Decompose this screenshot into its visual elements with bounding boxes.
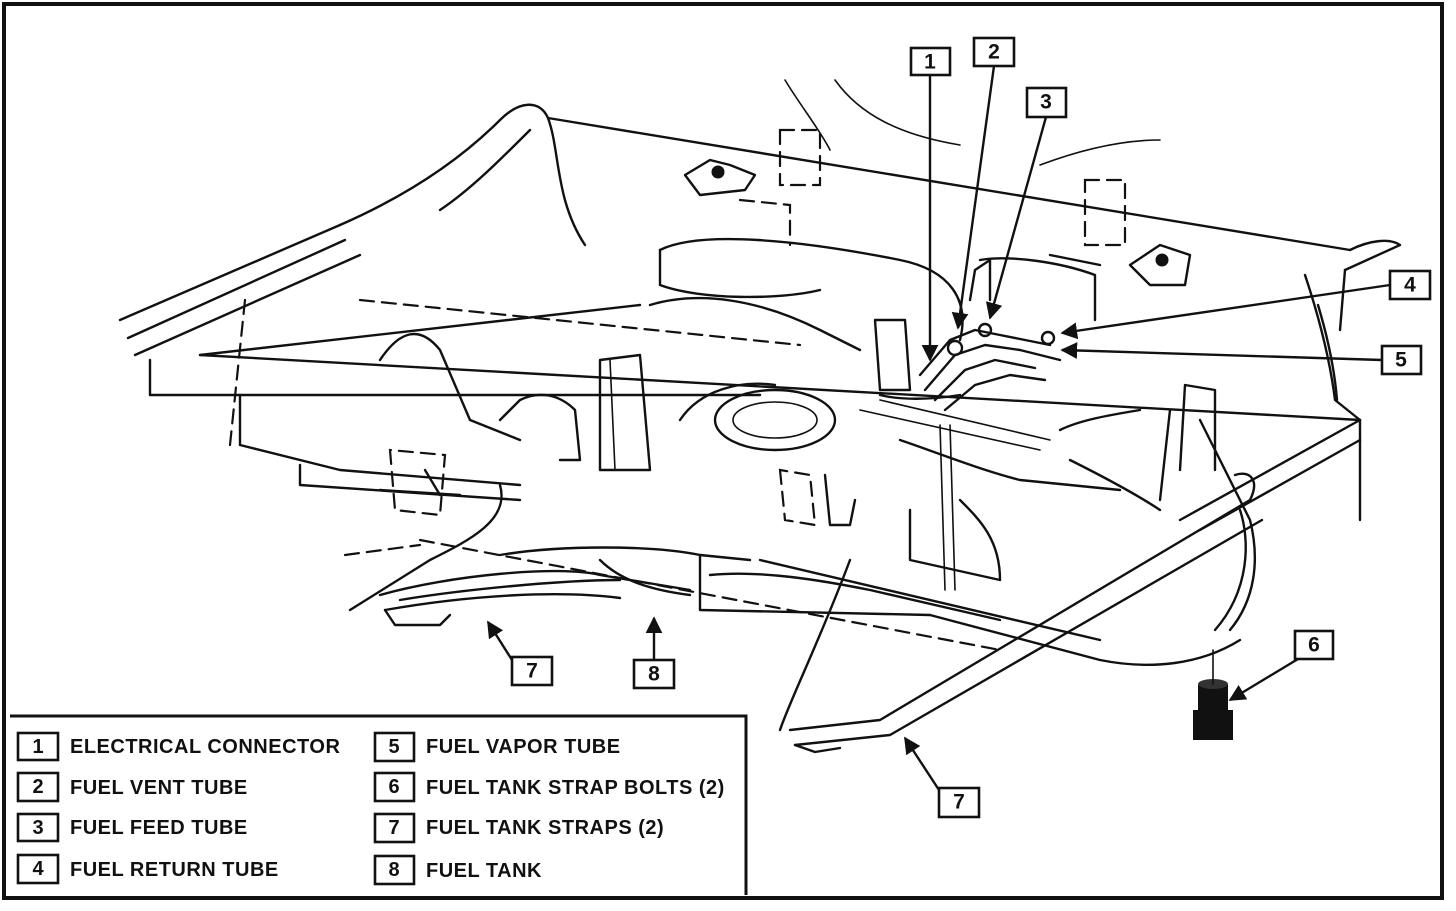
callout-5: 5 bbox=[1060, 342, 1423, 376]
legend-label: ELECTRICAL CONNECTOR bbox=[70, 736, 340, 758]
callout-6: 6 bbox=[1228, 629, 1335, 702]
legend-frame bbox=[10, 714, 748, 895]
callout-label: 7 bbox=[953, 791, 965, 814]
legend-item-8: 8 FUEL TANK bbox=[373, 854, 542, 886]
legend-label: FUEL RETURN TUBE bbox=[70, 859, 279, 881]
callout-label: 5 bbox=[1395, 349, 1407, 372]
callout-2: 2 bbox=[951, 36, 1016, 330]
outer-frame bbox=[2, 2, 1444, 900]
legend-number: 1 bbox=[32, 736, 43, 758]
legend-item-2: 2 FUEL VENT TUBE bbox=[16, 771, 248, 803]
legend-item-4: 4 FUEL RETURN TUBE bbox=[16, 853, 279, 885]
callout-label: 1 bbox=[924, 51, 936, 74]
callout-label: 8 bbox=[648, 663, 660, 686]
callout-4: 4 bbox=[1060, 269, 1432, 340]
legend-number: 6 bbox=[388, 776, 399, 798]
vehicle-underbody-art bbox=[118, 79, 1402, 754]
callout-8: 8 bbox=[632, 616, 676, 690]
legend-label: FUEL TANK STRAP BOLTS (2) bbox=[426, 777, 725, 799]
legend-number: 2 bbox=[32, 776, 43, 798]
legend-label: FUEL FEED TUBE bbox=[70, 817, 248, 839]
legend-number: 7 bbox=[388, 817, 399, 839]
callout-3: 3 bbox=[985, 86, 1068, 320]
legend-item-7: 7 FUEL TANK STRAPS (2) bbox=[373, 812, 664, 844]
callout-label: 3 bbox=[1040, 91, 1052, 114]
legend-item-1: 1 ELECTRICAL CONNECTOR bbox=[16, 731, 340, 762]
legend-number: 5 bbox=[388, 736, 399, 758]
legend-item-5: 5 FUEL VAPOR TUBE bbox=[373, 731, 621, 763]
legend-label: FUEL VENT TUBE bbox=[70, 777, 248, 799]
callout-label: 6 bbox=[1308, 634, 1320, 657]
legend-number: 8 bbox=[388, 859, 399, 881]
legend-label: FUEL TANK STRAPS (2) bbox=[426, 817, 664, 839]
callout-1: 1 bbox=[909, 46, 952, 362]
legend-item-3: 3 FUEL FEED TUBE bbox=[16, 812, 248, 843]
legend-label: FUEL TANK bbox=[426, 860, 542, 882]
callout-label: 7 bbox=[526, 660, 538, 683]
callout-7-right: 7 bbox=[903, 736, 981, 819]
callout-label: 4 bbox=[1404, 274, 1416, 297]
legend-number: 3 bbox=[32, 817, 43, 839]
callouts: 1 2 3 4 5 6 7 bbox=[486, 36, 1432, 819]
legend-item-6: 6 FUEL TANK STRAP BOLTS (2) bbox=[373, 771, 725, 803]
legend-label: FUEL VAPOR TUBE bbox=[426, 736, 621, 758]
legend: 1 ELECTRICAL CONNECTOR 2 FUEL VENT TUBE … bbox=[10, 714, 748, 895]
callout-label: 2 bbox=[988, 41, 1000, 64]
legend-number: 4 bbox=[32, 858, 44, 880]
callout-7-left: 7 bbox=[486, 620, 554, 687]
